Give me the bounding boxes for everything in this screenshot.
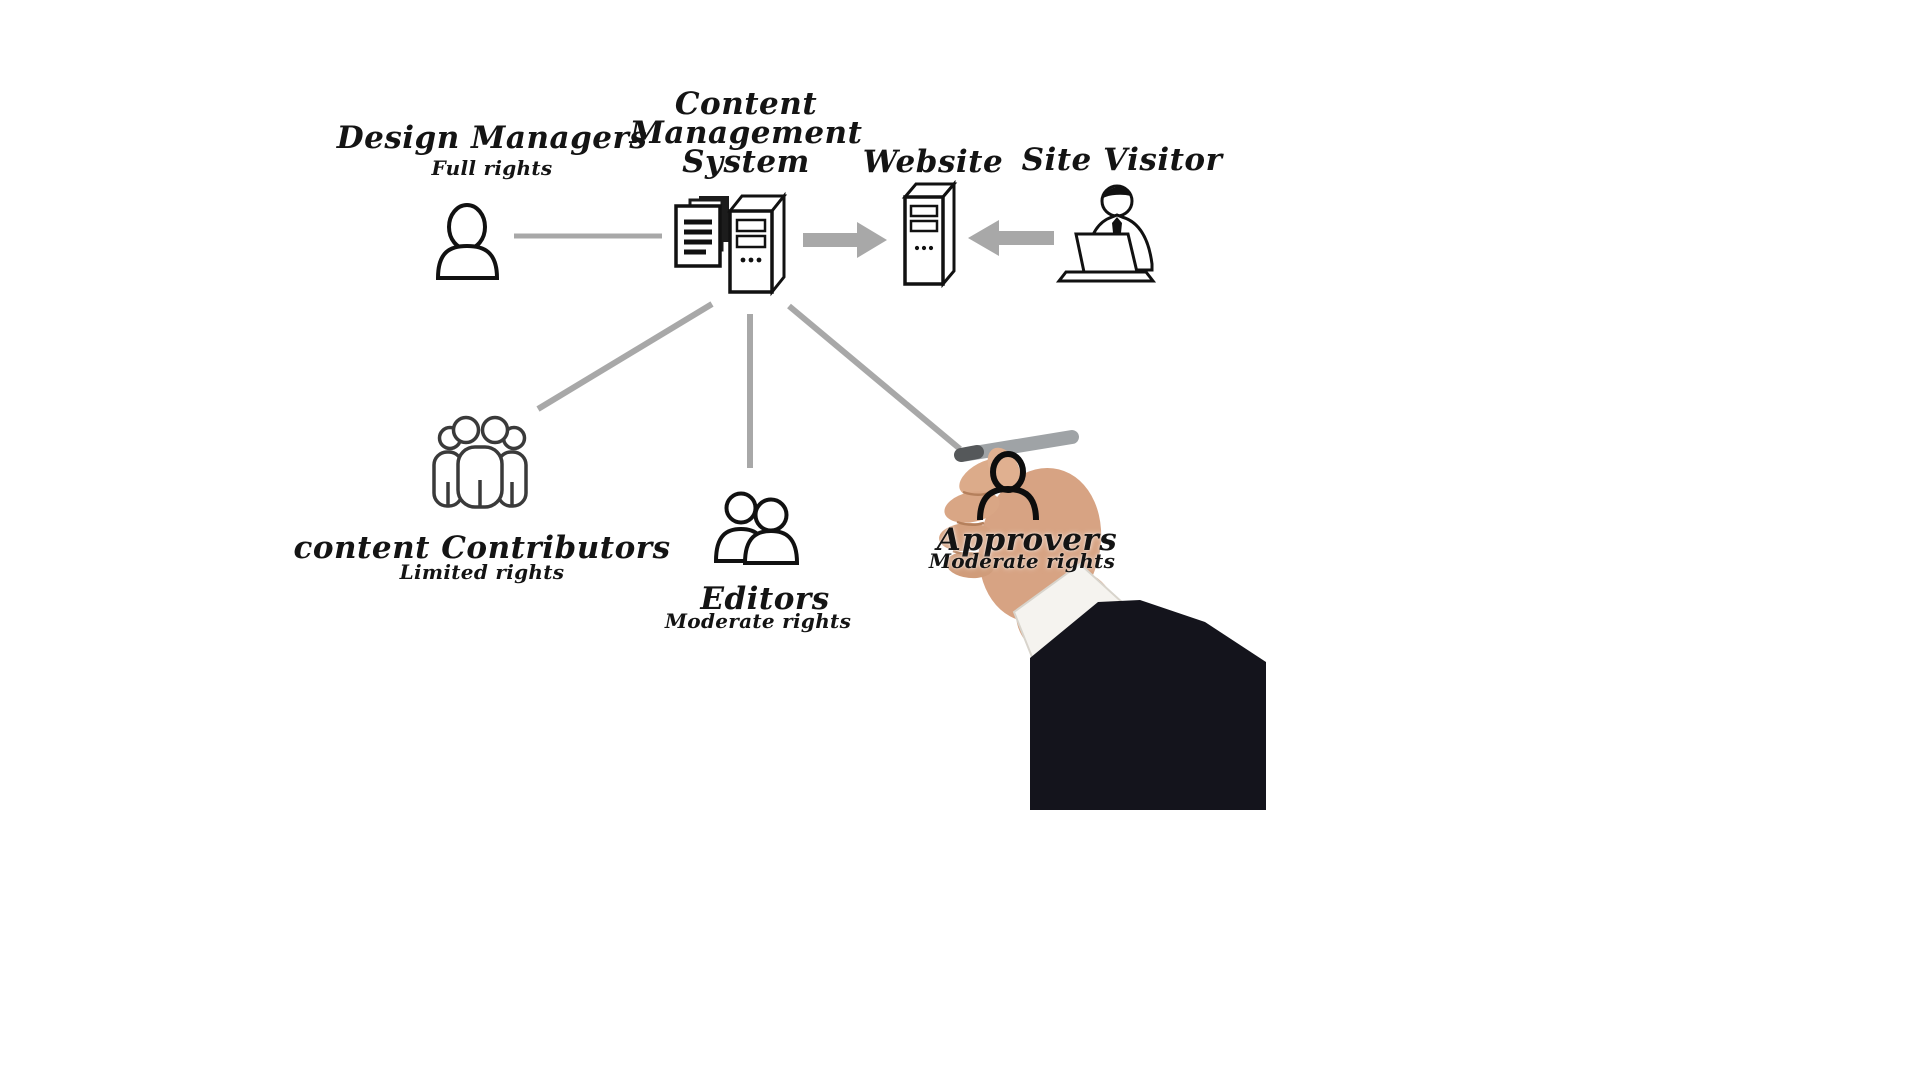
pen-icon (954, 430, 1079, 462)
website-server-icon (901, 179, 958, 289)
approvers-label: Approvers (936, 522, 1118, 558)
connector-lines (514, 233, 962, 468)
suit-sleeve (1030, 600, 1266, 810)
cms-label-line3: System (682, 144, 810, 180)
cms-server-icon (726, 191, 788, 297)
editors-rights-label: Moderate rights (664, 609, 852, 633)
arrow-cms-to-website (803, 222, 887, 258)
hand-pinky-finger (946, 551, 994, 579)
site-visitor-icon (1055, 184, 1157, 283)
design-managers-rights-label: Full rights (431, 156, 553, 180)
arrow-visitor-to-website (968, 220, 1054, 256)
content-contributors-group-icon (432, 415, 528, 509)
editors-label: Editors (700, 581, 830, 617)
hand-ring-finger (939, 522, 993, 552)
site-visitor-label: Site Visitor (1021, 142, 1223, 178)
cms-label-line1: Content (674, 86, 818, 122)
design-managers-person-icon (435, 203, 500, 280)
content-contributors-rights-label: Limited rights (399, 560, 565, 584)
approvers-person-icon (977, 451, 1039, 521)
cms-label-line2: Management (629, 115, 863, 151)
content-contributors-label: content Contributors (293, 530, 671, 566)
connector-cms-approvers (787, 303, 962, 452)
editors-icon (713, 491, 800, 565)
website-label: Website (862, 144, 1004, 180)
cms-documents-icon (674, 196, 729, 268)
approvers-rights-label: Moderate rights (928, 549, 1116, 573)
design-managers-label: Design Managers (336, 120, 648, 156)
flow-arrows (803, 220, 1054, 258)
hand-with-pen (939, 430, 1266, 810)
connector-cms-contributors (536, 301, 714, 412)
